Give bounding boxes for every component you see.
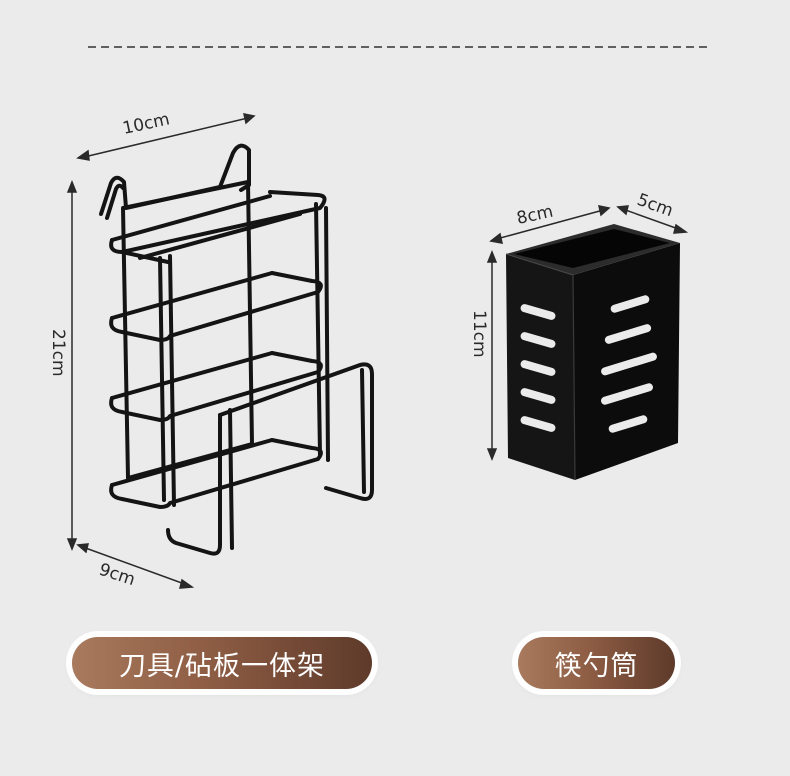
holder-height-label: 11cm bbox=[469, 310, 489, 358]
chopstick-holder-caption: 筷勺筒 bbox=[518, 637, 675, 689]
rack-dimension-lines bbox=[66, 113, 256, 589]
holder-dimension-lines bbox=[486, 205, 689, 462]
rack-height-label: 21cm bbox=[48, 329, 68, 377]
rack-width-label: 10cm bbox=[121, 109, 172, 138]
knife-rack-caption: 刀具/砧板一体架 bbox=[72, 637, 372, 689]
chopstick-holder-illustration bbox=[505, 224, 680, 481]
knife-rack-illustration bbox=[99, 143, 374, 556]
holder-depth-label: 5cm bbox=[634, 190, 675, 221]
